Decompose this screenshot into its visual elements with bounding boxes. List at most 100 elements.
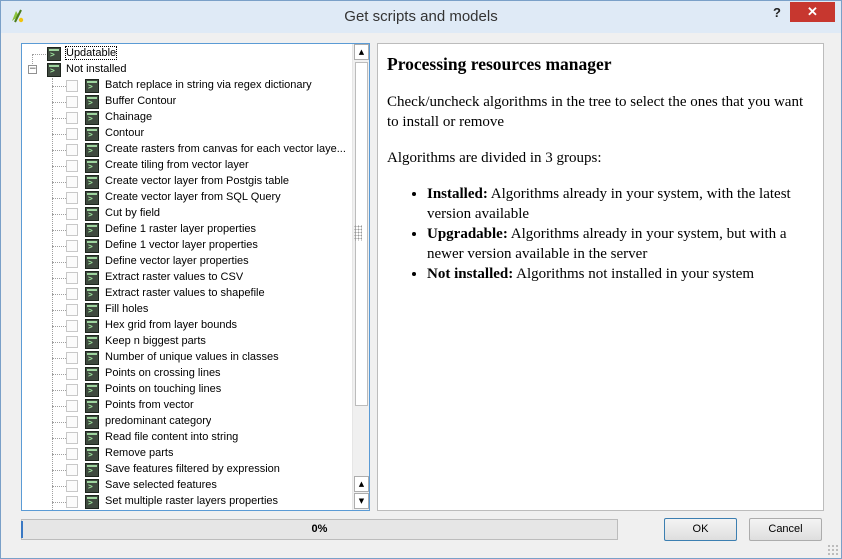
tree-item[interactable]: Define 1 raster layer properties [22, 222, 352, 238]
install-checkbox[interactable] [66, 432, 78, 444]
tree-item[interactable]: Keep n biggest parts [22, 334, 352, 350]
tree-group-updatable[interactable]: Updatable [22, 46, 352, 62]
close-button[interactable]: ✕ [790, 2, 835, 22]
tree-item-label: predominant category [105, 415, 212, 427]
install-checkbox[interactable] [66, 352, 78, 364]
tree-item[interactable]: Batch replace in string via regex dictio… [22, 78, 352, 94]
algorithm-tree[interactable]: Updatable − Not installed Batch replace … [21, 43, 370, 511]
tree-item[interactable]: Create vector layer from Postgis table [22, 174, 352, 190]
script-icon [85, 303, 99, 317]
script-icon [85, 111, 99, 125]
group-text: Algorithms already in your system, with … [427, 186, 791, 222]
install-checkbox[interactable] [66, 288, 78, 300]
collapse-icon[interactable]: − [28, 64, 37, 74]
install-checkbox[interactable] [66, 400, 78, 412]
script-icon [85, 191, 99, 205]
tree-item[interactable]: predominant category [22, 414, 352, 430]
script-icon [85, 367, 99, 381]
tree-item[interactable]: Extract raster values to CSV [22, 270, 352, 286]
tree-item-label: Set multiple raster layers properties [105, 495, 279, 507]
panel-splitter[interactable] [370, 43, 377, 511]
install-checkbox[interactable] [66, 144, 78, 156]
ok-button[interactable]: OK [664, 518, 737, 541]
tree-connector [52, 374, 66, 375]
tree-item[interactable]: Save features filtered by expression [22, 462, 352, 478]
tree-item[interactable]: Define vector layer properties [22, 254, 352, 270]
install-checkbox[interactable] [66, 448, 78, 460]
resize-grip-icon[interactable] [827, 544, 839, 556]
script-icon [85, 95, 99, 109]
window-title: Get scripts and models [344, 8, 498, 25]
tree-item[interactable]: Hex grid from layer bounds [22, 318, 352, 334]
tree-item[interactable]: Create vector layer from SQL Query [22, 190, 352, 206]
tree-connector [52, 390, 66, 391]
script-icon [85, 79, 99, 93]
tree-item[interactable]: Set multiple raster layers properties [22, 494, 352, 510]
tree-item[interactable]: Contour [22, 126, 352, 142]
tree-item[interactable]: Create rasters from canvas for each vect… [22, 142, 352, 158]
tree-item[interactable]: Save selected features [22, 478, 352, 494]
tree-group-not-installed[interactable]: − Not installed [22, 62, 352, 78]
install-checkbox[interactable] [66, 160, 78, 172]
tree-item-label: Define vector layer properties [105, 255, 249, 267]
install-checkbox[interactable] [66, 224, 78, 236]
install-checkbox[interactable] [66, 496, 78, 508]
qgis-icon [12, 9, 24, 23]
tree-item[interactable]: Points on touching lines [22, 382, 352, 398]
install-checkbox[interactable] [66, 112, 78, 124]
tree-item[interactable]: Remove parts [22, 446, 352, 462]
tree-scrollbar[interactable]: ▲ ▲ ▼ [352, 44, 369, 510]
title-bar[interactable]: Get scripts and models ? ✕ [1, 1, 841, 33]
cancel-button[interactable]: Cancel [749, 518, 822, 541]
install-checkbox[interactable] [66, 192, 78, 204]
install-checkbox[interactable] [66, 128, 78, 140]
install-checkbox[interactable] [66, 304, 78, 316]
scroll-down-arrow-icon[interactable]: ▼ [354, 493, 369, 509]
tree-connector [52, 86, 66, 87]
tree-item[interactable]: Extract raster values to shapefile [22, 286, 352, 302]
tree-item[interactable]: Points from vector [22, 398, 352, 414]
install-checkbox[interactable] [66, 368, 78, 380]
install-checkbox[interactable] [66, 480, 78, 492]
install-checkbox[interactable] [66, 336, 78, 348]
tree-item[interactable]: Buffer Contour [22, 94, 352, 110]
install-checkbox[interactable] [66, 176, 78, 188]
tree-item[interactable]: Fill holes [22, 302, 352, 318]
tree-connector [52, 502, 66, 503]
tree-item[interactable]: Create tiling from vector layer [22, 158, 352, 174]
scroll-up-arrow-icon[interactable]: ▲ [354, 44, 369, 60]
tree-item[interactable]: Points on crossing lines [22, 366, 352, 382]
tree-item[interactable]: Read file content into string [22, 430, 352, 446]
install-checkbox[interactable] [66, 80, 78, 92]
install-checkbox[interactable] [66, 416, 78, 428]
scroll-up-arrow-icon[interactable]: ▲ [354, 476, 369, 492]
group-text: Algorithms not installed in your system [513, 266, 755, 282]
script-icon [85, 431, 99, 445]
description-intro: Check/uncheck algorithms in the tree to … [387, 94, 804, 130]
install-checkbox[interactable] [66, 320, 78, 332]
install-checkbox[interactable] [66, 256, 78, 268]
tree-item-label: Extract raster values to CSV [105, 271, 244, 283]
install-checkbox[interactable] [66, 384, 78, 396]
group-list-item: Installed: Algorithms already in your sy… [427, 184, 814, 224]
tree-item[interactable]: Cut by field [22, 206, 352, 222]
tree-item-label: Points on crossing lines [105, 367, 221, 379]
tree-item-label: Chainage [105, 111, 153, 123]
tree-item[interactable]: Chainage [22, 110, 352, 126]
tree-item-label: Fill holes [105, 303, 149, 315]
script-icon [85, 159, 99, 173]
tree-connector [52, 278, 66, 279]
tree-item[interactable]: Number of unique values in classes [22, 350, 352, 366]
install-checkbox[interactable] [66, 464, 78, 476]
install-checkbox[interactable] [66, 96, 78, 108]
help-button[interactable]: ? [773, 5, 781, 20]
tree-connector [52, 326, 66, 327]
tree-connector [52, 422, 66, 423]
script-icon [85, 335, 99, 349]
install-checkbox[interactable] [66, 272, 78, 284]
install-checkbox[interactable] [66, 208, 78, 220]
tree-item-label: Read file content into string [105, 431, 239, 443]
install-checkbox[interactable] [66, 240, 78, 252]
tree-item[interactable]: Define 1 vector layer properties [22, 238, 352, 254]
